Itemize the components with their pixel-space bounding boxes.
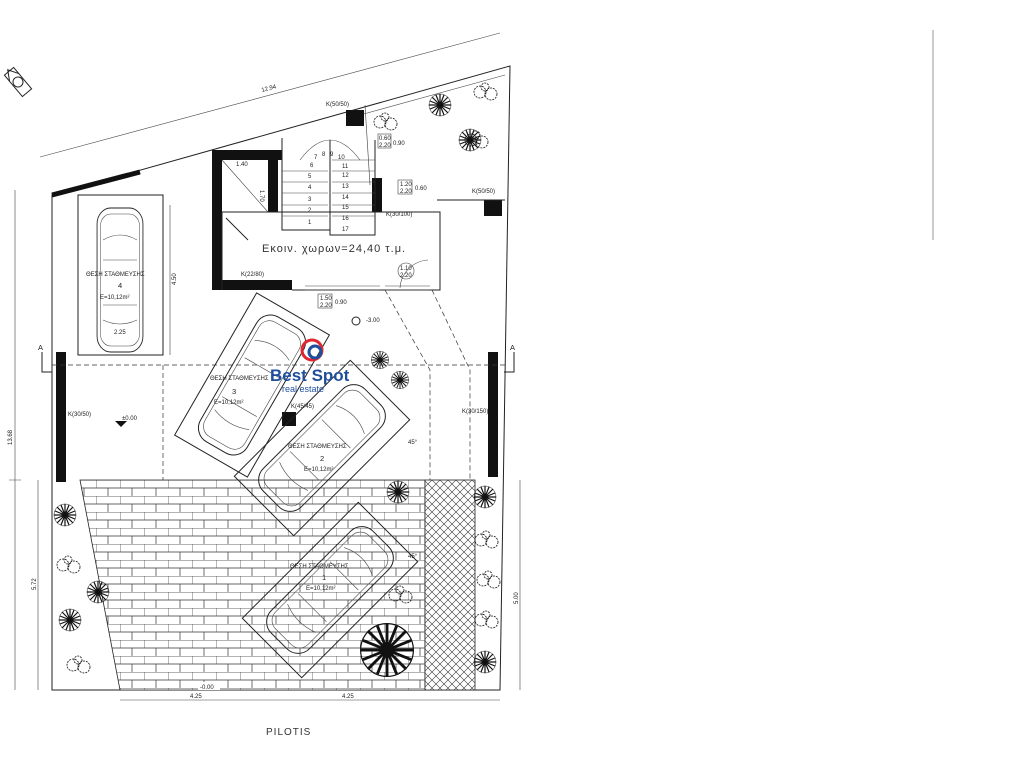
- svg-text:16: 16: [342, 216, 349, 222]
- column: [484, 200, 502, 216]
- svg-text:Ε=10,12m²: Ε=10,12m²: [100, 295, 130, 301]
- svg-text:3: 3: [308, 197, 312, 203]
- svg-text:17: 17: [342, 227, 349, 233]
- svg-text:9: 9: [330, 152, 334, 158]
- svg-text:-3.00: -3.00: [366, 318, 380, 324]
- angle-label: 45°: [408, 554, 418, 560]
- svg-text:15: 15: [342, 205, 349, 211]
- svg-text:0.60: 0.60: [415, 186, 427, 192]
- svg-text:Ε=10,12m²: Ε=10,12m²: [304, 467, 334, 473]
- svg-text:Ε=10,12m²: Ε=10,12m²: [306, 586, 336, 592]
- section-mark-right: A: [510, 343, 515, 352]
- plot-outline: [51, 65, 511, 691]
- level-mark: ±0.00: [115, 416, 138, 427]
- svg-text:1: 1: [322, 573, 326, 582]
- column-label: K(45/45): [291, 404, 314, 410]
- parking-space-4: ΘΕΣΗ ΣΤΑΘΜΕΥΣΗΣ 4 Ε=10,12m²: [86, 272, 145, 301]
- svg-text:1.10: 1.10: [400, 266, 412, 272]
- dim-bottom-right: 4.25: [342, 694, 354, 700]
- dim-left-total: 13.68: [8, 429, 14, 445]
- svg-text:2: 2: [308, 208, 312, 214]
- column-label: K(50/50): [326, 102, 349, 108]
- svg-text:ΘΕΣΗ ΣΤΑΘΜΕΥΣΗΣ: ΘΕΣΗ ΣΤΑΘΜΕΥΣΗΣ: [290, 564, 349, 570]
- column-label: K(30/150): [462, 409, 488, 415]
- column-label: K(22/80): [241, 272, 264, 278]
- common-area-label: Εκοιν. χωρων=24,40 τ.μ.: [262, 243, 406, 255]
- level-bottom: -0.00: [200, 685, 214, 691]
- level-mark-bottom: -0.00: [198, 682, 220, 691]
- dim-bottom-left: 4.25: [190, 694, 202, 700]
- svg-text:2.20: 2.20: [379, 143, 391, 149]
- column-label: K(30/100): [386, 212, 412, 218]
- north-arrow-icon: [3, 66, 33, 98]
- svg-text:ΘΕΣΗ ΣΤΑΘΜΕΥΣΗΣ: ΘΕΣΗ ΣΤΑΘΜΕΥΣΗΣ: [288, 444, 347, 450]
- dim-right-lower: 5.00: [514, 592, 520, 604]
- column: [488, 352, 498, 477]
- svg-text:0.90: 0.90: [393, 141, 405, 147]
- dim-spot-width: 2.25: [114, 330, 126, 336]
- svg-text:8: 8: [322, 152, 326, 158]
- dim-lift-h: 1.70: [258, 190, 264, 202]
- svg-text:±0.00: ±0.00: [122, 416, 138, 422]
- dim-left-lower: 5.72: [32, 578, 38, 590]
- dimension-line-top: [39, 32, 501, 158]
- svg-text:1.20: 1.20: [400, 182, 412, 188]
- watermark-logo: Best Spot real estate: [270, 338, 350, 394]
- svg-text:4: 4: [308, 185, 312, 191]
- svg-text:7: 7: [314, 155, 318, 161]
- svg-text:11: 11: [342, 164, 349, 170]
- parking-space-2: ΘΕΣΗ ΣΤΑΘΜΕΥΣΗΣ 2 Ε=10,12m²: [288, 444, 347, 473]
- svg-text:Ε=10,12m²: Ε=10,12m²: [214, 400, 244, 406]
- svg-text:13: 13: [342, 184, 349, 190]
- parking-space-3: ΘΕΣΗ ΣΤΑΘΜΕΥΣΗΣ 3 Ε=10,12m²: [210, 376, 269, 406]
- parking-space-1: ΘΕΣΗ ΣΤΑΘΜΕΥΣΗΣ 1 Ε=10,12m²: [290, 564, 349, 592]
- svg-text:14: 14: [342, 195, 349, 201]
- column: [282, 412, 296, 426]
- dim-spot-length: 4.50: [172, 273, 178, 285]
- svg-text:12: 12: [342, 173, 349, 179]
- svg-text:3: 3: [232, 387, 236, 396]
- cobblestone-strip: [424, 479, 476, 691]
- section-mark-left: A: [38, 343, 43, 352]
- svg-text:2.20: 2.20: [400, 273, 412, 279]
- svg-text:0.90: 0.90: [335, 300, 347, 306]
- staircase: 1 2 3 4 5 6 7 8 9 10 11 12 13 14 15 16 1…: [281, 138, 376, 236]
- column: [372, 178, 382, 212]
- svg-text:10: 10: [338, 155, 345, 161]
- svg-text:5: 5: [308, 174, 312, 180]
- column: [56, 352, 66, 482]
- svg-text:6: 6: [310, 163, 314, 169]
- dim-top: 12.94: [261, 84, 278, 94]
- column-label: K(50/50): [472, 189, 495, 195]
- svg-text:ΘΕΣΗ ΣΤΑΘΜΕΥΣΗΣ: ΘΕΣΗ ΣΤΑΘΜΕΥΣΗΣ: [210, 376, 269, 382]
- boundary-wall: [51, 169, 141, 198]
- column: [346, 110, 364, 126]
- svg-text:2: 2: [320, 454, 324, 463]
- svg-text:2.20: 2.20: [400, 189, 412, 195]
- plan-title: PILOTIS: [266, 727, 311, 738]
- svg-text:1.50: 1.50: [320, 296, 332, 302]
- svg-text:4: 4: [118, 281, 122, 290]
- svg-text:ΘΕΣΗ ΣΤΑΘΜΕΥΣΗΣ: ΘΕΣΗ ΣΤΑΘΜΕΥΣΗΣ: [86, 272, 145, 278]
- dim-lift-w: 1.40: [236, 162, 248, 168]
- svg-text:2.20: 2.20: [320, 303, 332, 309]
- svg-text:real estate: real estate: [282, 384, 324, 394]
- svg-text:1: 1: [308, 220, 312, 226]
- angle-label: 45°: [408, 440, 418, 446]
- level-mark-lower: -3.00: [351, 316, 380, 326]
- column-label: K(30/50): [68, 412, 91, 418]
- opening-tag: 1.102.20: [397, 262, 415, 280]
- svg-text:0.60: 0.60: [379, 136, 391, 142]
- svg-text:Best Spot: Best Spot: [270, 366, 350, 385]
